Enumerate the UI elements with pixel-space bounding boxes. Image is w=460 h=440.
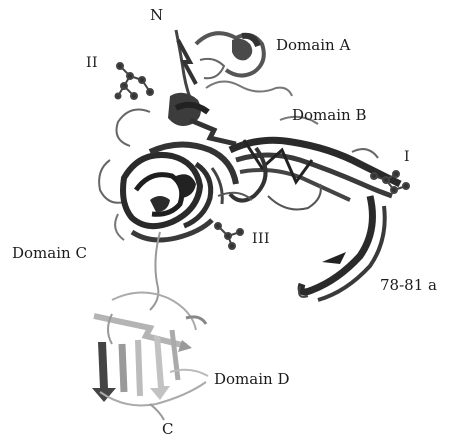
domain-d-structure (92, 292, 208, 420)
site-iii-ligand (215, 223, 243, 249)
c-terminus-label: C (162, 422, 173, 437)
central-helices (117, 93, 237, 146)
beta-hairpin-78-81 (299, 196, 385, 300)
domain-b-structure (230, 117, 400, 210)
site-ii-label: II (86, 56, 98, 70)
domain-d-label: Domain D (214, 372, 289, 387)
residue-range-label: 78-81 a (380, 278, 437, 293)
site-ii-ligand (116, 63, 154, 99)
domain-c-label: Domain C (12, 246, 87, 261)
site-i-label: I (404, 150, 410, 164)
domain-b-label: Domain B (292, 108, 366, 123)
linker-c-to-d (150, 232, 160, 310)
domain-c-structure (99, 144, 252, 240)
n-terminus-label: N (150, 8, 163, 23)
domain-a-label: Domain A (276, 38, 350, 53)
site-iii-label: III (252, 232, 270, 246)
